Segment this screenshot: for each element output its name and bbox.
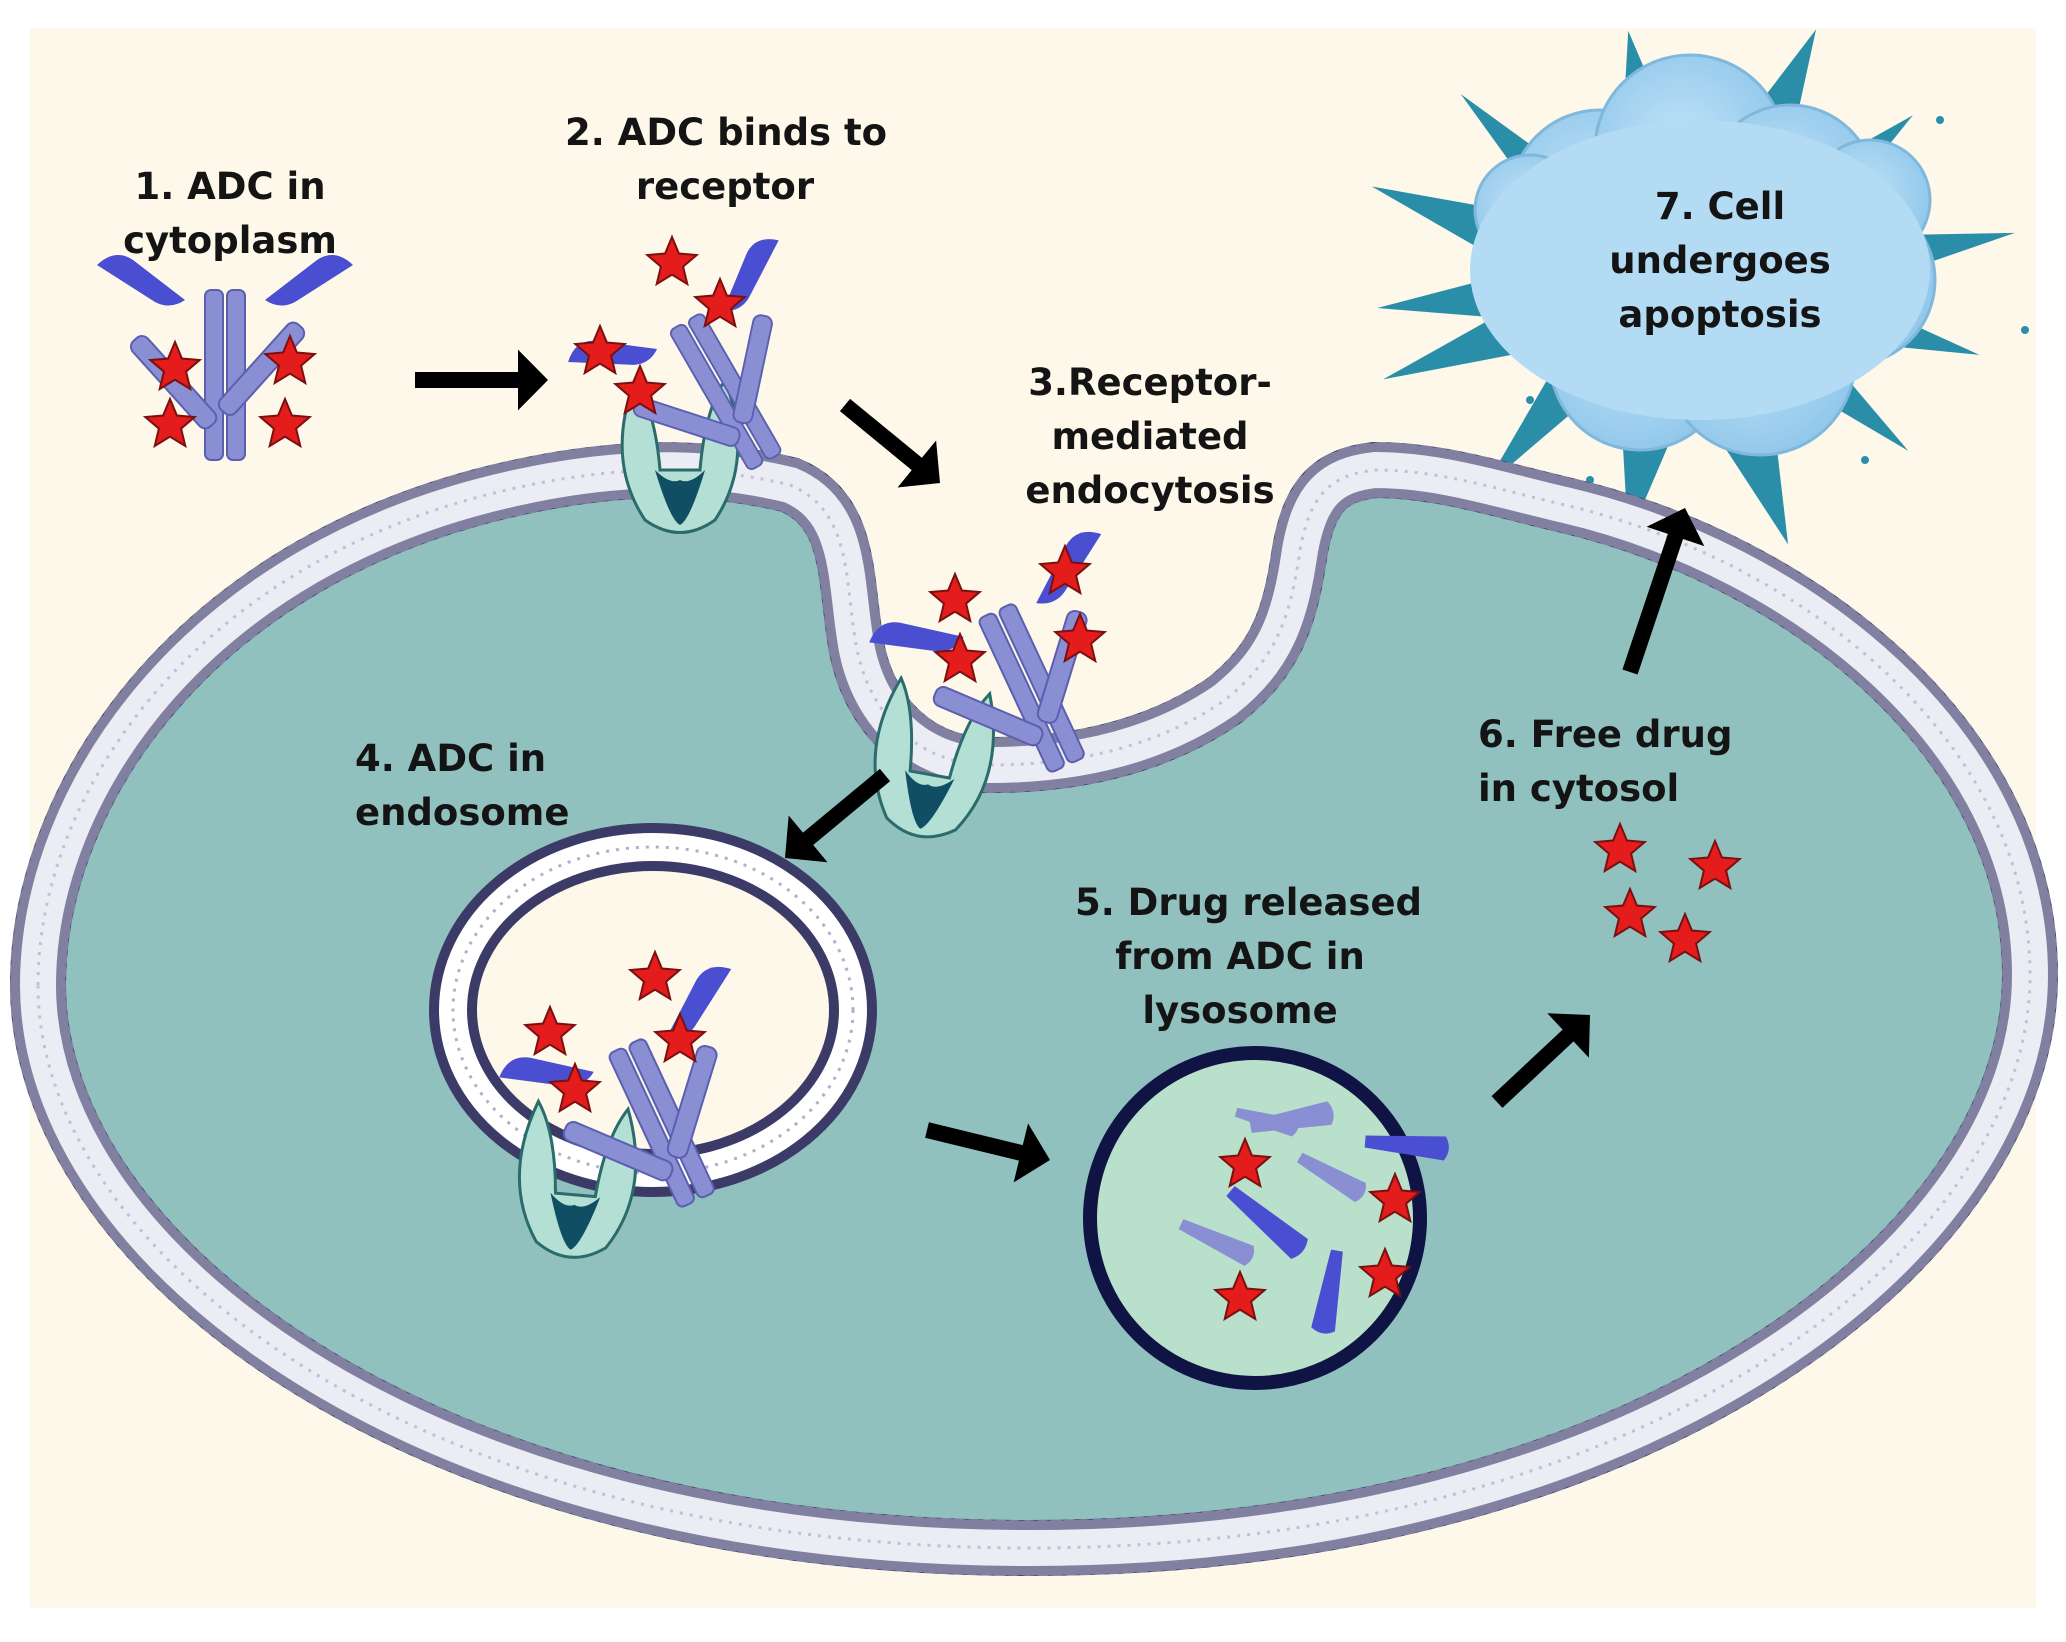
step-3-label: 3.Receptor- mediated endocytosis	[1025, 356, 1275, 518]
drug-star	[692, 276, 748, 329]
antibody-fragment	[1311, 1249, 1343, 1334]
label-line: from ADC in	[1115, 935, 1365, 978]
label-line: endocytosis	[1025, 469, 1275, 512]
light-chain-left	[97, 255, 185, 306]
fragment-shape	[1234, 1107, 1299, 1137]
adc-complexes	[97, 239, 1102, 1259]
label-line: mediated	[1051, 415, 1249, 458]
label-line: 5. Drug released	[1075, 881, 1423, 924]
endosome-tail-lines	[451, 845, 855, 1175]
label-line: 3.Receptor-	[1028, 361, 1272, 404]
fab-arm-left	[932, 686, 1044, 747]
step-4-label: 4. ADC in endosome	[355, 732, 575, 840]
light-chain-right	[265, 255, 353, 306]
drug-star	[1037, 543, 1093, 596]
label-line: cytoplasm	[123, 219, 337, 262]
drug-star	[652, 1011, 708, 1064]
antibody-fragment	[1234, 1107, 1299, 1137]
drug-star	[572, 323, 628, 376]
light-chain-right	[722, 239, 779, 312]
fab-arm-right	[217, 321, 306, 416]
drug-star	[612, 363, 668, 416]
drug-star	[1212, 1269, 1268, 1322]
burst-fleck	[1526, 396, 1534, 404]
label-line: undergoes	[1609, 239, 1831, 282]
label-line: receptor	[635, 165, 815, 208]
label-line: 6. Free drug	[1478, 713, 1733, 756]
drug-star	[1217, 1136, 1273, 1189]
process-arrow	[1491, 1013, 1590, 1108]
fragment-shape	[1178, 1219, 1255, 1266]
lysosome	[1083, 1046, 1449, 1390]
receptor-core	[655, 470, 705, 525]
receptor-core	[550, 1192, 601, 1250]
drug-star	[522, 1004, 578, 1057]
burst-fleck	[1796, 56, 1804, 64]
label-line: 4. ADC in	[355, 737, 547, 780]
burst-fleck	[2021, 326, 2029, 334]
process-arrows	[415, 349, 1705, 1183]
heavy-chain-left	[204, 289, 224, 461]
process-arrow	[415, 349, 548, 411]
drug-star	[1357, 1246, 1413, 1299]
receptor-body	[517, 1098, 638, 1259]
burst-fleck	[1936, 116, 1944, 124]
fragment-shape	[1226, 1186, 1308, 1259]
process-arrow	[785, 768, 891, 863]
label-line: 2. ADC binds to	[565, 111, 888, 154]
label-line: apoptosis	[1618, 293, 1822, 336]
drug-star	[262, 333, 318, 386]
light-chain-left	[869, 622, 964, 652]
drug-star	[1052, 611, 1108, 664]
fab-arm-right	[666, 1044, 718, 1159]
fragment-shape	[1311, 1249, 1343, 1334]
drug-star	[142, 396, 198, 449]
label-line: 7. Cell	[1654, 185, 1786, 228]
antibody	[97, 255, 353, 461]
process-arrow	[1622, 508, 1705, 675]
apoptosis-cloud	[1470, 53, 1937, 457]
drug-payloads	[142, 234, 1743, 1322]
antibody-fragment	[1178, 1219, 1255, 1266]
label-line: lysosome	[1142, 989, 1338, 1032]
cloud-core	[1470, 120, 1930, 420]
fab-arm-right	[732, 314, 773, 425]
step-6-label: 6. Free drug in cytosol	[1478, 708, 1733, 816]
drug-star	[257, 396, 313, 449]
step-7-label: 7. Cell undergoes apoptosis	[1600, 180, 1840, 342]
antibody-fragment	[1226, 1186, 1308, 1259]
drug-star	[1602, 886, 1658, 939]
drug-star	[147, 339, 203, 392]
step-2-label: 2. ADC binds to receptor	[565, 106, 888, 214]
drug-star	[932, 631, 988, 684]
fab-arm-left	[562, 1121, 674, 1182]
fragment-shape	[1296, 1152, 1366, 1203]
antibody-fragment	[1364, 1135, 1449, 1161]
drug-star	[1367, 1171, 1423, 1224]
drug-star	[547, 1061, 603, 1114]
receptor	[517, 1098, 638, 1259]
antibody-fragment	[1296, 1152, 1366, 1203]
label-line: endosome	[355, 791, 570, 834]
burst-fleck	[1861, 456, 1869, 464]
drug-star	[927, 571, 983, 624]
label-line: 1. ADC in	[134, 165, 326, 208]
drug-star	[627, 949, 683, 1002]
label-line: in cytosol	[1478, 767, 1680, 810]
step-1-label: 1. ADC in cytoplasm	[115, 160, 345, 268]
receptor-core	[905, 770, 955, 829]
antibody	[869, 531, 1102, 773]
drug-star	[644, 234, 700, 287]
drug-star	[1687, 838, 1743, 891]
drug-star	[1592, 821, 1648, 874]
process-arrow	[839, 398, 940, 488]
process-arrow	[925, 1122, 1050, 1183]
fragment-shape	[1364, 1135, 1449, 1161]
drug-star	[1657, 911, 1713, 964]
step-5-label: 5. Drug released from ADC in lysosome	[1075, 876, 1423, 1038]
